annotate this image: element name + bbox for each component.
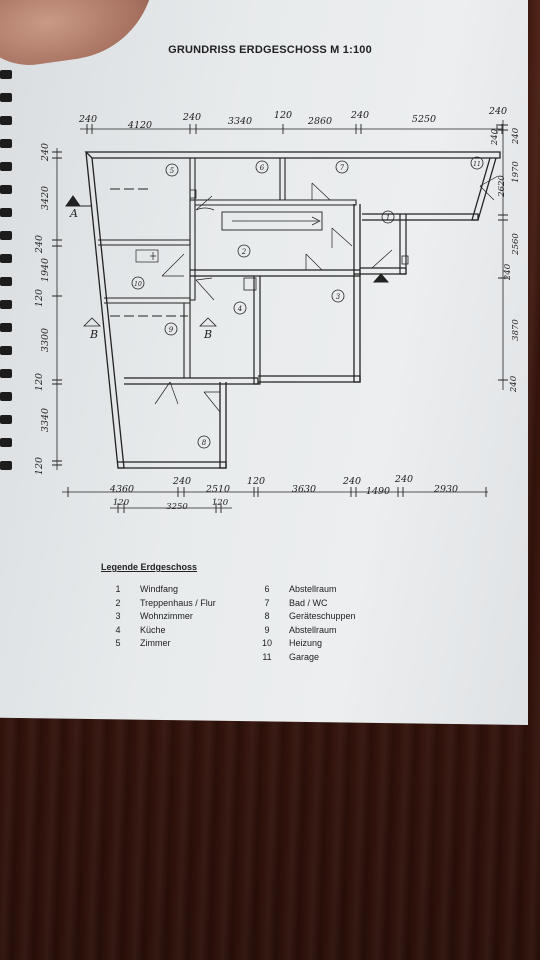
room-number: 10: [134, 281, 142, 288]
room-number: 1: [386, 214, 390, 222]
paper-sheet: [0, 0, 528, 725]
dimension-label: 1490: [366, 486, 390, 497]
dimension-label: 3300: [40, 328, 51, 352]
dimension-label: 3420: [40, 186, 51, 210]
room-number: 4: [237, 305, 242, 313]
dimension-label: 240: [78, 114, 97, 125]
room-number: 5: [170, 167, 175, 175]
dimension-label: 240: [182, 112, 201, 123]
dimension-label: 120: [34, 289, 45, 307]
dimension-label: 240: [394, 474, 413, 485]
dimension-label: 120: [34, 457, 45, 475]
section-mark: B: [203, 328, 212, 341]
dimension-label: 240: [503, 263, 513, 281]
dimension-label: 2510: [205, 484, 230, 495]
dimension-label: 240: [40, 143, 51, 162]
room-number: 2: [241, 248, 247, 256]
dimension-label: 2930: [433, 484, 458, 495]
dimension-label: 240: [488, 106, 507, 117]
legend-title: Legende Erdgeschoss: [101, 562, 198, 572]
dimension-label: 2620: [497, 175, 507, 198]
dimension-label: 240: [509, 375, 519, 393]
room-number: 9: [169, 326, 174, 334]
dimension-label: 3340: [40, 408, 51, 432]
room-number: 7: [340, 164, 345, 172]
dimension-label: 240: [511, 127, 521, 145]
dimension-label: 3250: [166, 502, 188, 512]
spiral-binding: [0, 70, 14, 490]
dimension-label: 120: [113, 498, 130, 508]
dimension-label: 3870: [511, 319, 521, 341]
dimension-label: 240: [350, 110, 369, 121]
dimension-label: 5250: [412, 114, 436, 125]
dimension-label: 240: [490, 128, 500, 146]
dimension-label: 120: [212, 498, 229, 508]
dimension-label: 240: [172, 476, 191, 487]
dimension-label: 120: [247, 476, 265, 487]
page-title: GRUNDRISS ERDGESCHOSS M 1:100: [168, 44, 372, 56]
dimension-label: 3340: [228, 116, 252, 127]
section-mark: A: [69, 207, 78, 220]
room-number: 3: [336, 293, 341, 301]
dimension-label: 1940: [40, 258, 51, 282]
dimension-label: 4360: [109, 484, 134, 495]
dimension-label: 240: [34, 235, 45, 254]
room-number: 11: [473, 161, 481, 168]
room-number: 6: [260, 164, 265, 172]
dimension-label: 1970: [511, 161, 521, 183]
dimension-label: 2860: [307, 116, 332, 127]
dimension-label: 120: [274, 110, 292, 121]
dimension-label: 3630: [292, 484, 316, 495]
dimension-label: 120: [34, 373, 45, 391]
dimension-label: 4120: [127, 120, 152, 131]
room-number: 8: [202, 439, 207, 447]
section-mark: B: [89, 328, 98, 341]
dimension-label: 2560: [511, 233, 521, 256]
dimension-label: 240: [342, 476, 361, 487]
